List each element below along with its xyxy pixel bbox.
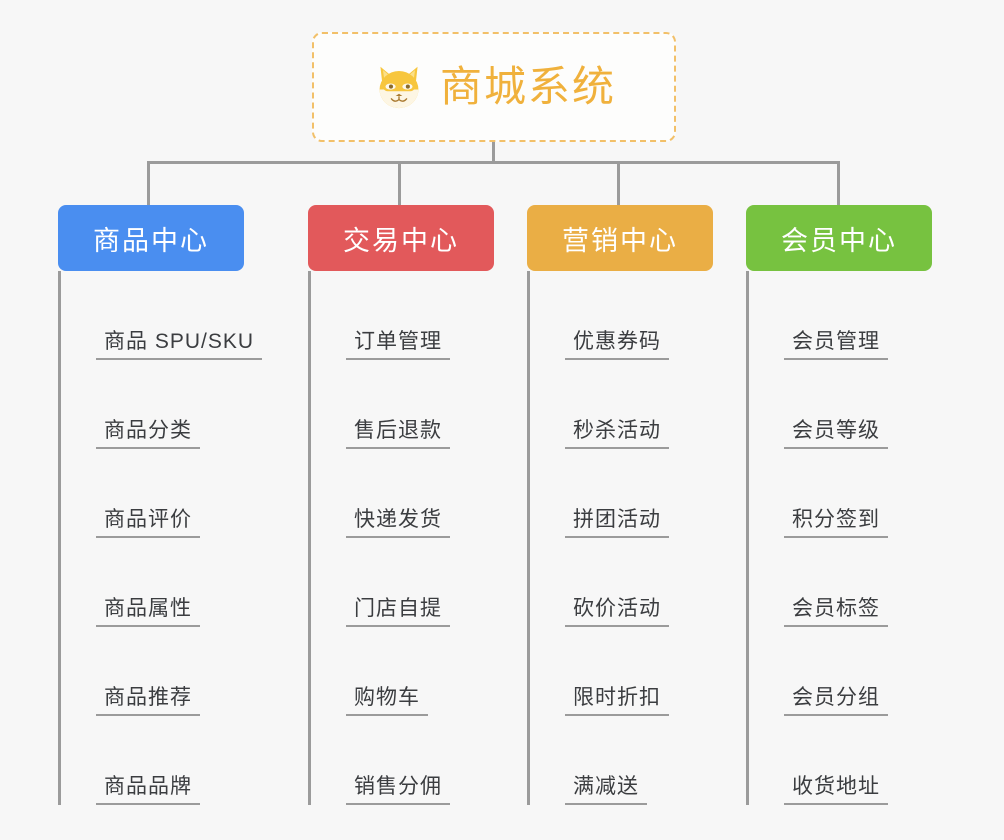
- branch-header-label: 营销中心: [562, 225, 678, 256]
- branch-header-label: 商品中心: [93, 225, 209, 256]
- leaf-list-member-center: 会员管理 会员等级 积分签到 会员标签 会员分组 收货地址: [746, 271, 932, 805]
- leaf-item[interactable]: 商品 SPU/SKU: [58, 271, 263, 360]
- leaf-item[interactable]: 会员管理: [746, 271, 932, 360]
- leaf-item-label: 收货地址: [784, 775, 888, 805]
- leaf-item[interactable]: 快递发货: [308, 449, 494, 538]
- connector-drop-branch-3: [617, 161, 620, 206]
- leaf-item-label: 砍价活动: [565, 597, 669, 627]
- connector-root-stem: [492, 142, 495, 164]
- branch-header-trade-center[interactable]: 交易中心: [308, 205, 494, 271]
- leaf-item-label: 售后退款: [346, 419, 450, 449]
- leaf-item[interactable]: 商品分类: [58, 360, 244, 449]
- branch-column-member-center: 会员中心 会员管理 会员等级 积分签到 会员标签 会员分组 收货地址: [746, 205, 932, 805]
- leaf-item-label: 门店自提: [346, 597, 450, 627]
- leaf-item[interactable]: 购物车: [308, 627, 494, 716]
- connector-drop-branch-1: [147, 161, 150, 206]
- branch-column-product-center: 商品中心 商品 SPU/SKU 商品分类 商品评价 商品属性 商品推荐 商品品牌: [58, 205, 263, 805]
- branch-column-marketing-center: 营销中心 优惠券码 秒杀活动 拼团活动 砍价活动 限时折扣 满减送: [527, 205, 713, 805]
- connector-drop-branch-4: [837, 161, 840, 206]
- leaf-item-label: 商品 SPU/SKU: [96, 330, 263, 360]
- leaf-item-label: 快递发货: [346, 508, 450, 538]
- leaf-item-label: 满减送: [565, 775, 647, 805]
- leaf-item-label: 秒杀活动: [565, 419, 669, 449]
- connector-spine: [58, 271, 61, 805]
- leaf-item-label: 会员等级: [784, 419, 888, 449]
- leaf-item[interactable]: 售后退款: [308, 360, 494, 449]
- leaf-item[interactable]: 优惠券码: [527, 271, 713, 360]
- leaf-item-label: 优惠券码: [565, 330, 669, 360]
- leaf-item[interactable]: 会员分组: [746, 627, 932, 716]
- leaf-item[interactable]: 商品品牌: [58, 716, 244, 805]
- leaf-item[interactable]: 积分签到: [746, 449, 932, 538]
- connector-spine: [308, 271, 311, 805]
- leaf-item[interactable]: 会员等级: [746, 360, 932, 449]
- leaf-list-product-center: 商品 SPU/SKU 商品分类 商品评价 商品属性 商品推荐 商品品牌: [58, 271, 263, 805]
- leaf-item-label: 会员分组: [784, 686, 888, 716]
- leaf-item-label: 商品分类: [96, 419, 200, 449]
- leaf-item-label: 会员管理: [784, 330, 888, 360]
- leaf-item[interactable]: 砍价活动: [527, 538, 713, 627]
- leaf-item[interactable]: 销售分佣: [308, 716, 494, 805]
- connector-horizontal-bus: [148, 161, 840, 164]
- branch-header-member-center[interactable]: 会员中心: [746, 205, 932, 271]
- leaf-list-marketing-center: 优惠券码 秒杀活动 拼团活动 砍价活动 限时折扣 满减送: [527, 271, 713, 805]
- leaf-item-label: 订单管理: [346, 330, 450, 360]
- leaf-item[interactable]: 秒杀活动: [527, 360, 713, 449]
- leaf-item-label: 商品评价: [96, 508, 200, 538]
- branch-header-marketing-center[interactable]: 营销中心: [527, 205, 713, 271]
- branch-header-label: 交易中心: [343, 225, 459, 256]
- branch-header-product-center[interactable]: 商品中心: [58, 205, 244, 271]
- leaf-item-label: 购物车: [346, 686, 428, 716]
- leaf-item-label: 商品品牌: [96, 775, 200, 805]
- branch-header-label: 会员中心: [781, 225, 897, 256]
- root-node-title: 商城系统: [439, 63, 616, 110]
- connector-drop-branch-2: [398, 161, 401, 206]
- leaf-item-label: 销售分佣: [346, 775, 450, 805]
- leaf-item-label: 拼团活动: [565, 508, 669, 538]
- leaf-item-label: 商品推荐: [96, 686, 200, 716]
- leaf-item[interactable]: 限时折扣: [527, 627, 713, 716]
- leaf-item[interactable]: 订单管理: [308, 271, 494, 360]
- leaf-list-trade-center: 订单管理 售后退款 快递发货 门店自提 购物车 销售分佣: [308, 271, 494, 805]
- leaf-item[interactable]: 商品推荐: [58, 627, 244, 716]
- leaf-item[interactable]: 门店自提: [308, 538, 494, 627]
- leaf-item[interactable]: 商品评价: [58, 449, 244, 538]
- connector-spine: [746, 271, 749, 805]
- leaf-item-label: 会员标签: [784, 597, 888, 627]
- connector-spine: [527, 271, 530, 805]
- branch-column-trade-center: 交易中心 订单管理 售后退款 快递发货 门店自提 购物车 销售分佣: [308, 205, 494, 805]
- leaf-item-label: 限时折扣: [565, 686, 669, 716]
- leaf-item[interactable]: 收货地址: [746, 716, 932, 805]
- shiba-dog-face-icon: [379, 66, 419, 109]
- leaf-item-label: 积分签到: [784, 508, 888, 538]
- root-node-shop-system[interactable]: 商城系统: [312, 32, 676, 142]
- leaf-item-label: 商品属性: [96, 597, 200, 627]
- leaf-item[interactable]: 会员标签: [746, 538, 932, 627]
- leaf-item[interactable]: 拼团活动: [527, 449, 713, 538]
- leaf-item[interactable]: 满减送: [527, 716, 713, 805]
- leaf-item[interactable]: 商品属性: [58, 538, 244, 627]
